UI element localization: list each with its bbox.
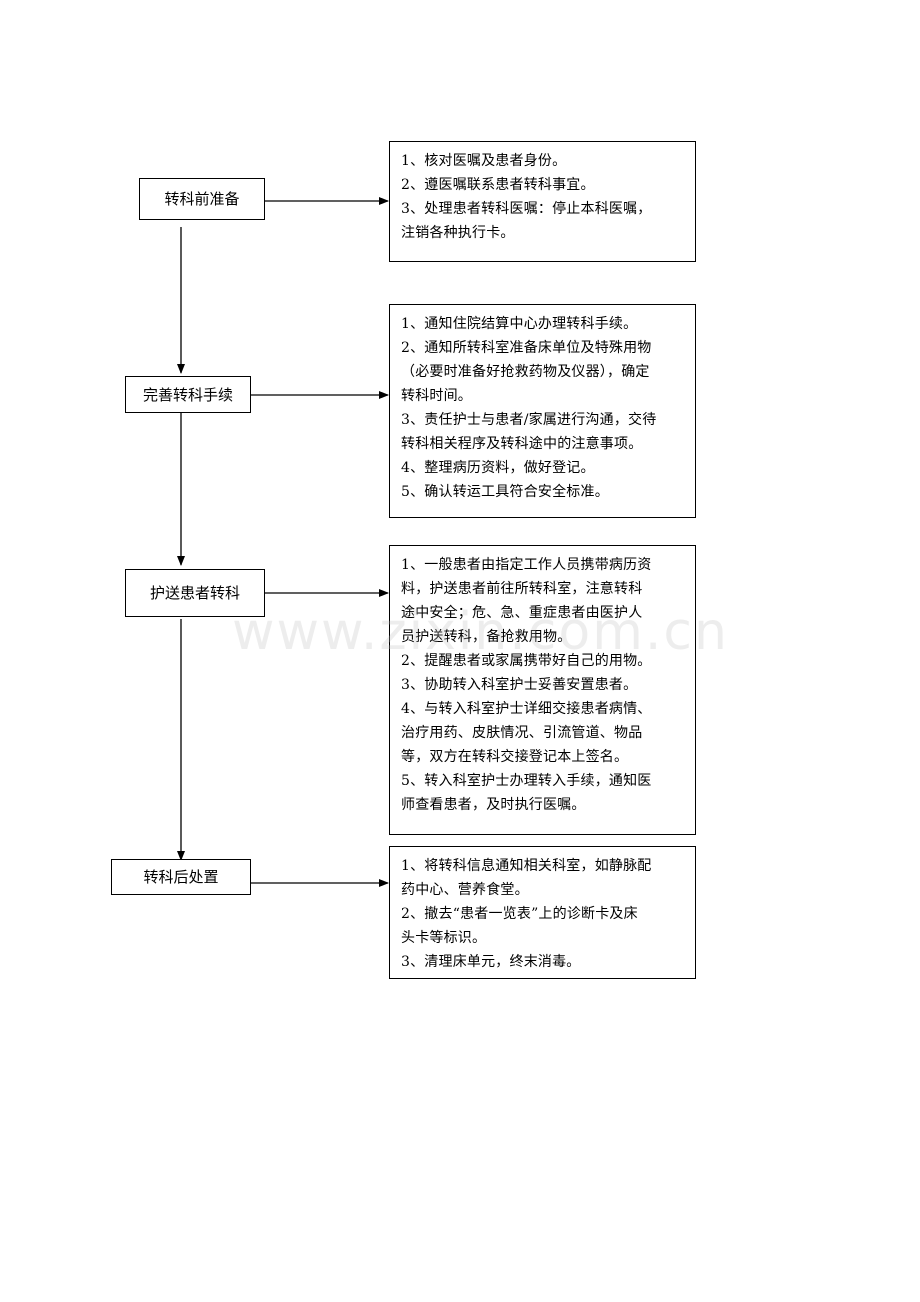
step-title: 转科后处置 (143, 868, 219, 886)
detail-line: 2、遵医嘱联系患者转科事宜。 (401, 177, 595, 193)
step-title: 完善转科手续 (142, 385, 233, 404)
detail-line: 转科时间。 (401, 388, 472, 404)
detail-line: 5、转入科室护士办理转入手续，通知医 (401, 773, 652, 789)
detail-box-complete-procedures: 1、通知住院结算中心办理转科手续。 2、通知所转科室准备床单位及特殊用物 （必要… (389, 304, 696, 518)
detail-box-post-transfer: 1、将转科信息通知相关科室，如静脉配 药中心、营养食堂。 2、撤去“患者一览表”… (389, 846, 696, 979)
step-title: 护送患者转科 (149, 584, 240, 602)
detail-line: 1、核对医嘱及患者身份。 (401, 153, 567, 169)
detail-line: 5、确认转运工具符合安全标准。 (401, 484, 609, 500)
detail-line: 治疗用药、皮肤情况、引流管道、物品 (401, 725, 643, 741)
detail-box-escort-patient: 1、一般患者由指定工作人员携带病历资 料，护送患者前往所转科室，注意转科 途中安… (389, 545, 696, 835)
detail-line: 4、整理病历资料，做好登记。 (401, 460, 595, 476)
detail-line: 2、通知所转科室准备床单位及特殊用物 (401, 340, 652, 356)
detail-line: 1、一般患者由指定工作人员携带病历资 (401, 557, 652, 573)
detail-line: 1、将转科信息通知相关科室，如静脉配 (401, 858, 652, 874)
detail-line: 注销各种执行卡。 (401, 225, 515, 241)
detail-line: 4、与转入科室护士详细交接患者病情、 (401, 701, 652, 717)
detail-line: 2、提醒患者或家属携带好自己的用物。 (401, 653, 652, 669)
detail-line: 转科相关程序及转科途中的注意事项。 (401, 436, 643, 452)
detail-box-pre-transfer-prep: 1、核对医嘱及患者身份。 2、遵医嘱联系患者转科事宜。 3、处理患者转科医嘱：停… (389, 141, 696, 262)
detail-line: 头卡等标识。 (401, 930, 487, 946)
detail-line: 师查看患者，及时执行医嘱。 (401, 797, 586, 813)
detail-line: 3、责任护士与患者/家属进行沟通，交待 (401, 412, 657, 428)
detail-line: 员护送转科，备抢救用物。 (401, 629, 572, 645)
detail-line: 等，双方在转科交接登记本上签名。 (401, 749, 629, 765)
step-title: 转科前准备 (164, 190, 240, 208)
detail-line: 1、通知住院结算中心办理转科手续。 (401, 316, 638, 332)
detail-line: （必要时准备好抢救药物及仪器），确定 (401, 364, 650, 380)
detail-line: 途中安全；危、急、重症患者由医护人 (401, 605, 643, 621)
detail-line: 2、撤去“患者一览表”上的诊断卡及床 (401, 906, 638, 922)
detail-line: 3、清理床单元，终末消毒。 (401, 954, 581, 970)
detail-line: 3、协助转入科室护士妥善安置患者。 (401, 677, 638, 693)
detail-line: 料，护送患者前往所转科室，注意转科 (401, 581, 643, 597)
step-box-escort-patient: 护送患者转科 (125, 569, 265, 617)
detail-line: 药中心、营养食堂。 (401, 882, 529, 898)
detail-line: 3、处理患者转科医嘱：停止本科医嘱， (401, 201, 652, 217)
step-box-pre-transfer-prep: 转科前准备 (139, 178, 265, 220)
watermark-text: www.zixin.com.cn (232, 602, 729, 662)
step-box-post-transfer: 转科后处置 (111, 859, 251, 895)
step-box-complete-procedures: 完善转科手续 (125, 376, 251, 413)
